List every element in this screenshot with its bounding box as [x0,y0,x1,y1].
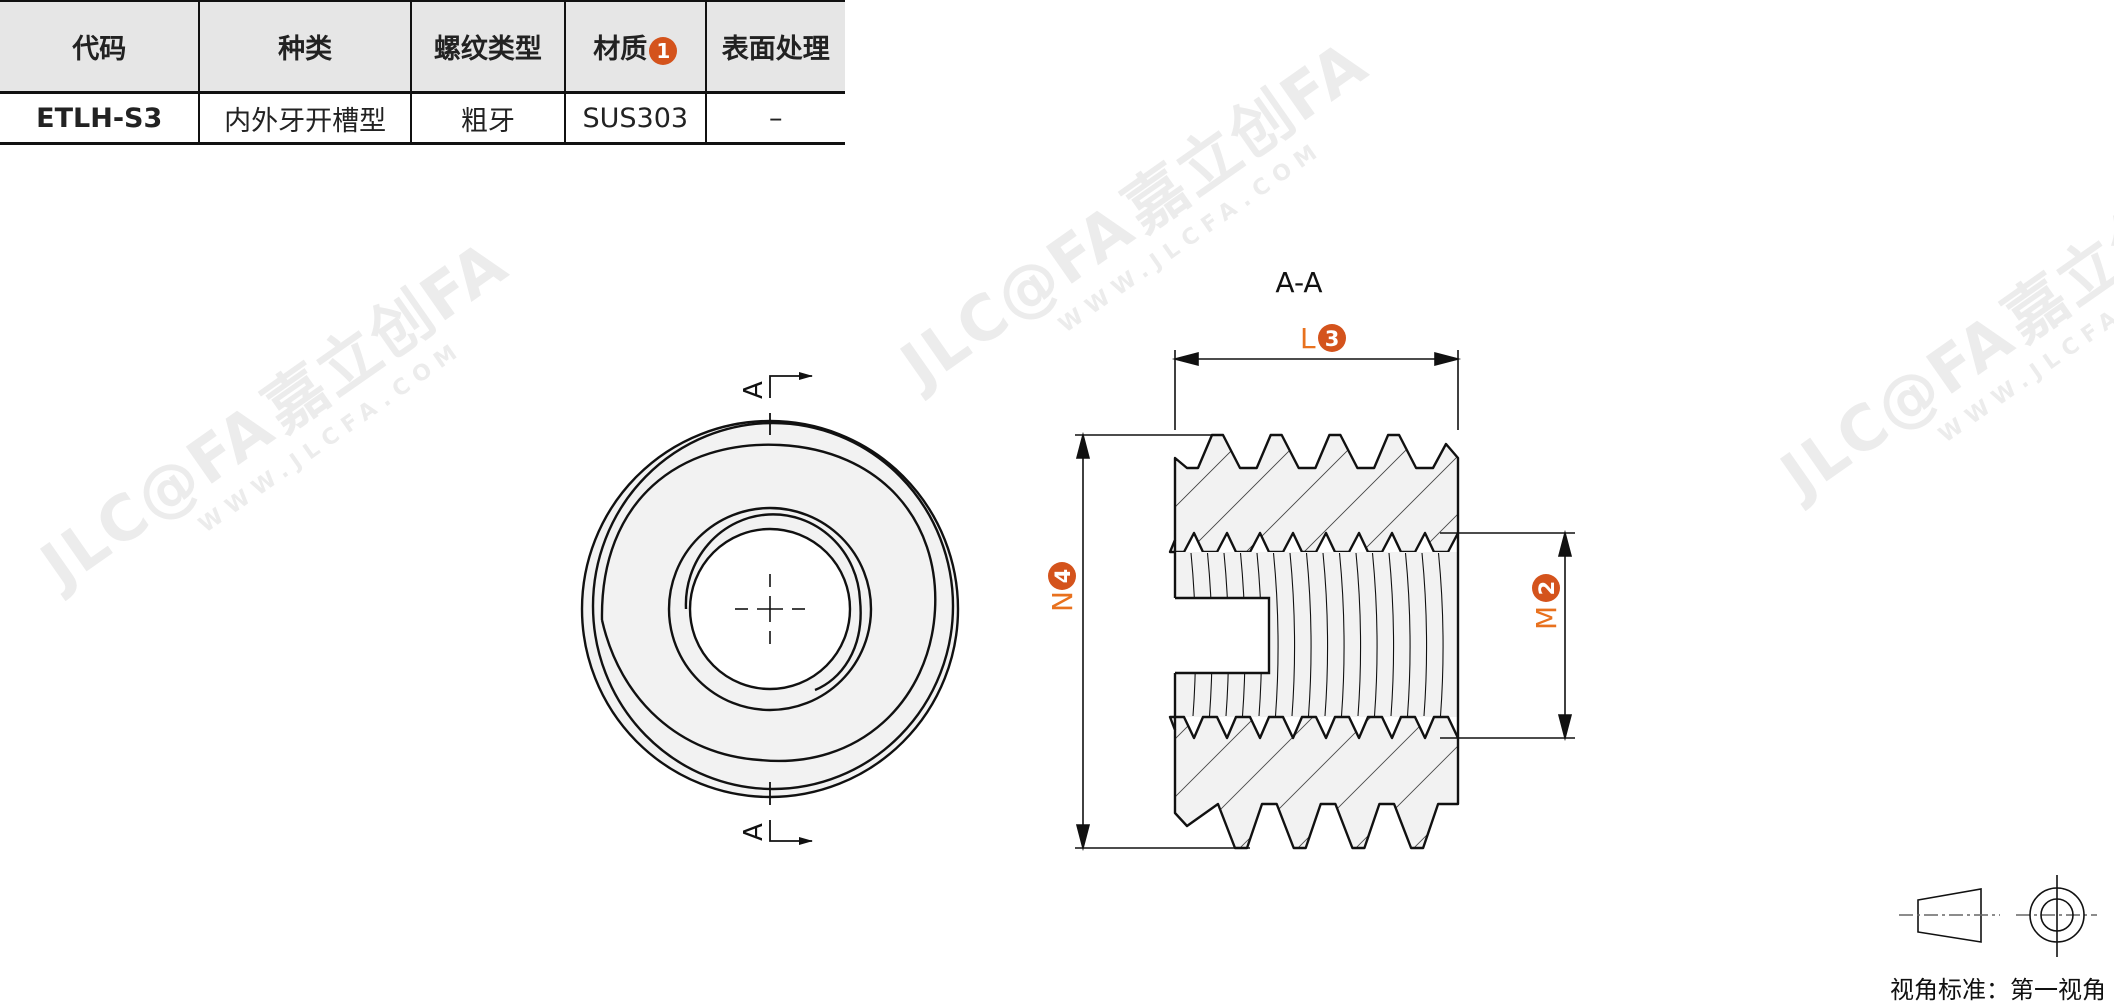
cell-surface: – [705,92,845,145]
internal-thread-line [1322,552,1329,717]
internal-thread-line [1289,552,1296,717]
dim-L-badge: 3 [1325,327,1340,351]
section-marker-bottom: A [739,823,769,841]
inner-spiral [684,513,862,692]
internal-thread-line [1371,552,1378,717]
header-surface: 表面处理 [705,0,845,94]
internal-thread-line [1388,552,1395,717]
dimension-lines [1075,350,1575,852]
section-view [1168,433,1460,850]
slot-outline [1175,596,1271,675]
table-row: ETLH-S3 内外牙开槽型 粗牙 SUS303 – [0,92,845,145]
dim-N-badge: 4 [1051,569,1075,584]
thread-spiral-mid [600,443,937,763]
cell-code[interactable]: ETLH-S3 [0,92,201,145]
dim-M-badge: 2 [1535,581,1559,596]
internal-thread-line [1404,552,1411,717]
dim-L: L 3 [1300,322,1346,355]
dim-M: M 2 [1530,574,1563,630]
dim-L-label: L [1300,322,1316,355]
first-angle-projection-icon [1899,875,2097,957]
front-view [580,372,960,845]
section-upper-wall [1168,433,1460,554]
section-line-a [769,372,813,845]
thread-spiral-outer [591,421,955,791]
badge-3 [1318,324,1346,352]
header-code: 代码 [0,0,201,94]
internal-thread-line [1437,552,1444,717]
internal-thread-line [1272,552,1279,717]
internal-thread-line [1355,552,1362,717]
internal-thread-line [1338,552,1345,717]
cell-type: 内外牙开槽型 [199,92,412,145]
header-thread-type: 螺纹类型 [410,0,567,94]
center-mark [735,574,805,644]
slot [1173,598,1269,673]
dim-M-label: M [1530,606,1563,630]
dim-N-label: N [1046,591,1079,612]
cell-material: SUS303 [565,92,707,145]
material-badge: 1 [649,36,678,65]
section-title: A-A [1275,266,1322,299]
cell-thread-type: 粗牙 [410,92,567,145]
header-material-label: 材质 [593,34,648,65]
view-standard-label: 视角标准：第一视角 [1890,976,2106,1004]
internal-thread-line [1305,552,1312,717]
internal-thread-line [1421,552,1428,717]
dim-N: N 4 [1046,562,1079,612]
section-lower-wall [1168,715,1460,850]
header-type: 种类 [199,0,412,94]
section-marker-top: A [739,381,769,399]
